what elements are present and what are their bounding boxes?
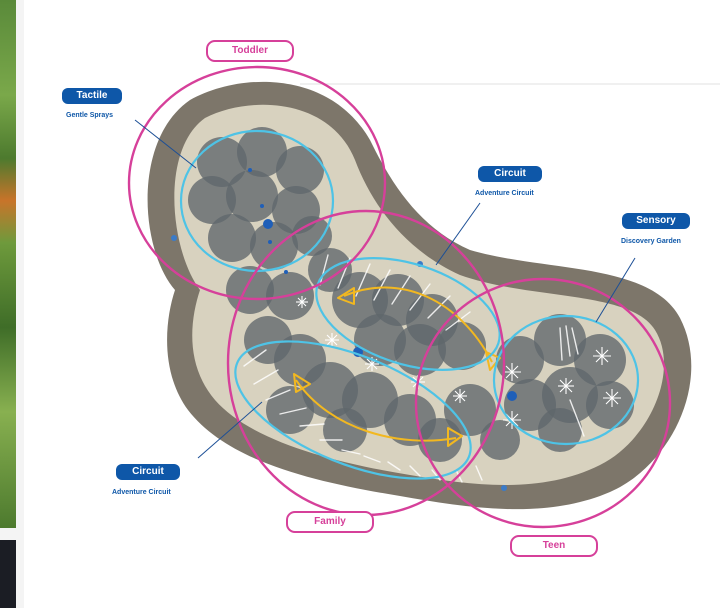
callout-subtitle-circuit-top: Adventure Circuit	[475, 190, 534, 197]
callout-badge-circuit-top: Circuit	[478, 166, 542, 182]
zone-tag-toddler: Toddler	[206, 40, 294, 62]
callout-badge-circuit-bottom: Circuit	[116, 464, 180, 480]
callout-subtitle-sensory: Discovery Garden	[621, 238, 681, 245]
zone-tag-teen: Teen	[510, 535, 598, 557]
callout-subtitle-tactile: Gentle Sprays	[66, 112, 113, 119]
callout-badge-sensory: Sensory	[622, 213, 690, 229]
zone-tag-family: Family	[286, 511, 374, 533]
callout-badge-tactile: Tactile	[62, 88, 122, 104]
callout-subtitle-circuit-bottom: Adventure Circuit	[112, 489, 171, 496]
